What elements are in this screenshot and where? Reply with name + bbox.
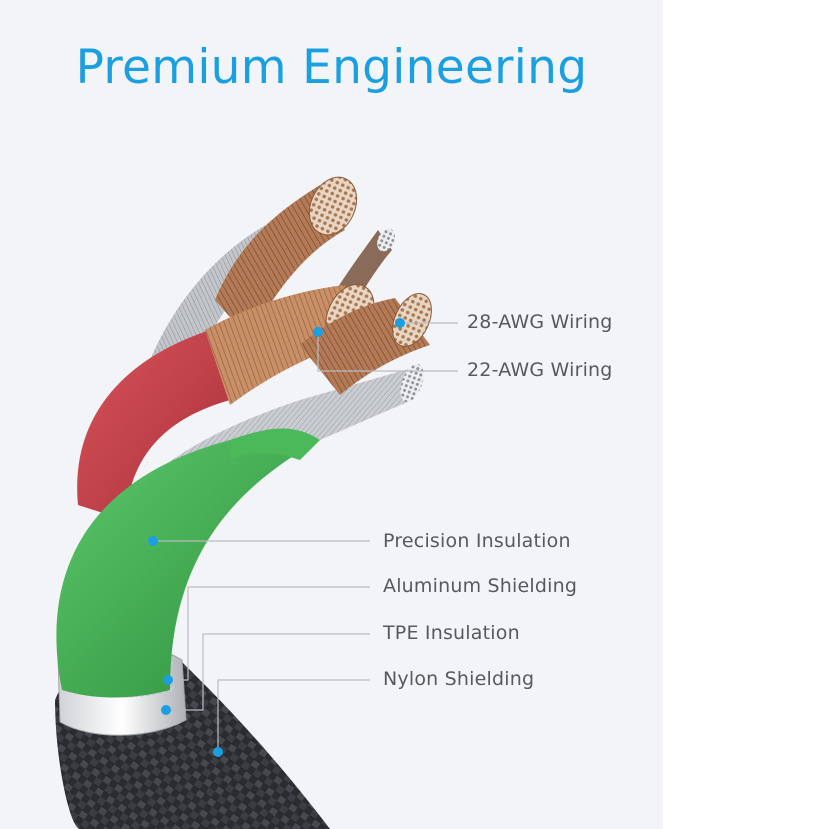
label-tpe-insulation: TPE Insulation bbox=[383, 622, 520, 644]
callout-dot-28awg bbox=[395, 318, 405, 328]
callout-dot-aluminum bbox=[163, 675, 173, 685]
thin-wire-end bbox=[377, 228, 395, 252]
callout-dot-nylon bbox=[213, 747, 223, 757]
green-wire-tip bbox=[230, 428, 320, 460]
label-precision-insulation: Precision Insulation bbox=[383, 530, 571, 552]
label-nylon-shielding: Nylon Shielding bbox=[383, 668, 535, 690]
callout-dots bbox=[148, 318, 405, 757]
callout-dot-tpe bbox=[161, 705, 171, 715]
green-insulated-wire bbox=[56, 440, 321, 698]
callout-dot-22awg bbox=[313, 327, 323, 337]
callout-lines bbox=[153, 322, 458, 752]
product-panel: Premium Engineering bbox=[0, 0, 663, 829]
foil-end bbox=[400, 363, 424, 403]
label-28awg-wiring: 28-AWG Wiring bbox=[467, 311, 613, 333]
label-aluminum-shielding: Aluminum Shielding bbox=[383, 575, 578, 597]
callout-dot-precision bbox=[148, 536, 158, 546]
label-22awg-wiring: 22-AWG Wiring bbox=[467, 359, 613, 381]
red-wire-copper bbox=[205, 285, 360, 405]
cable-cross-section-illustration bbox=[55, 176, 458, 829]
copper-wire-back-end bbox=[308, 176, 358, 236]
page-title: Premium Engineering bbox=[75, 40, 588, 95]
small-copper-wire-end bbox=[392, 293, 432, 347]
red-insulated-wire bbox=[77, 330, 230, 520]
